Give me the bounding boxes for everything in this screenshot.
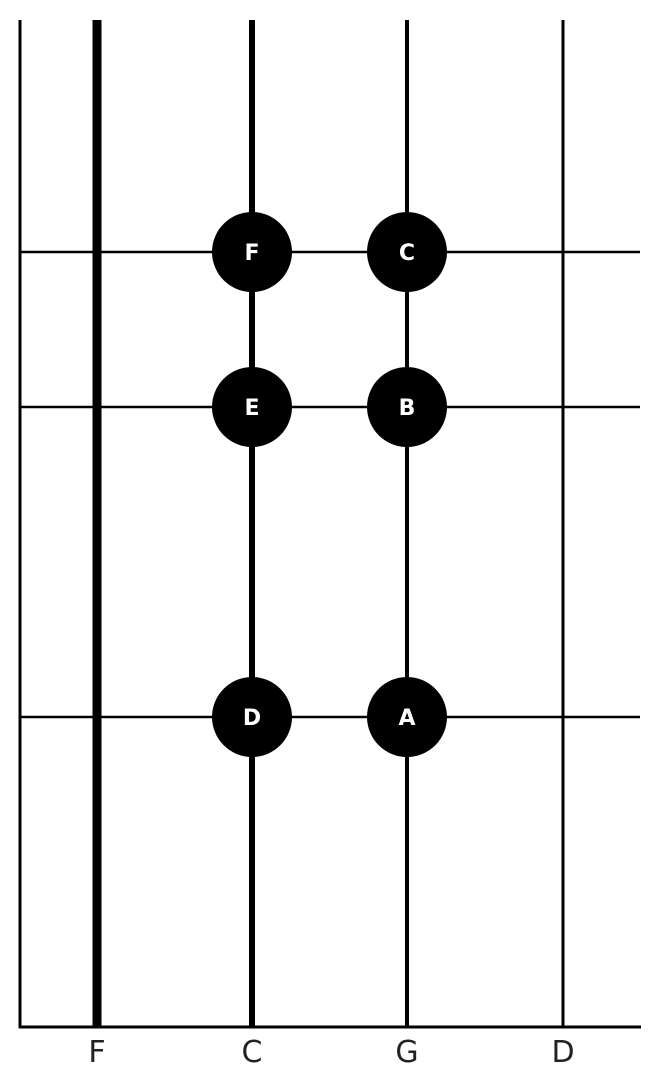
note-marker: C xyxy=(367,212,447,292)
note-marker: F xyxy=(212,212,292,292)
fret-lines xyxy=(20,250,640,719)
note-marker: A xyxy=(367,677,447,757)
note-label: F xyxy=(244,241,259,266)
note-dot xyxy=(367,367,447,447)
note-dot xyxy=(367,677,447,757)
string-lines xyxy=(92,20,565,1027)
string-label: F xyxy=(88,1035,105,1070)
note-marker: E xyxy=(212,367,292,447)
note-label: B xyxy=(399,396,416,421)
note-marker: B xyxy=(367,367,447,447)
note-dot xyxy=(212,677,292,757)
note-dot xyxy=(367,212,447,292)
note-markers: F C E B D A xyxy=(212,212,447,757)
string-label: D xyxy=(551,1035,574,1070)
note-dot xyxy=(212,212,292,292)
note-label: D xyxy=(243,706,261,731)
note-label: A xyxy=(398,706,415,731)
string-label: C xyxy=(242,1035,263,1070)
note-marker: D xyxy=(212,677,292,757)
note-label: C xyxy=(399,241,415,266)
note-dot xyxy=(212,367,292,447)
string-label: G xyxy=(395,1035,418,1070)
note-label: E xyxy=(244,396,259,421)
